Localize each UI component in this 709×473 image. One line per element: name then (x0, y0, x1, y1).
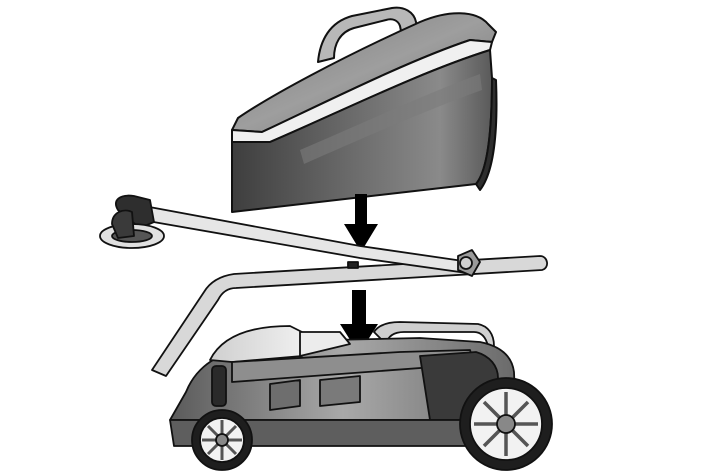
down-arrow-icon (340, 290, 378, 354)
rear-wheel-icon (459, 377, 553, 471)
lawn-mower-body-icon (169, 321, 553, 471)
front-wheel-icon (191, 409, 253, 471)
mower-handle-icon (99, 194, 548, 377)
grass-collection-box-icon (231, 6, 498, 213)
down-arrow-icon (344, 194, 378, 252)
